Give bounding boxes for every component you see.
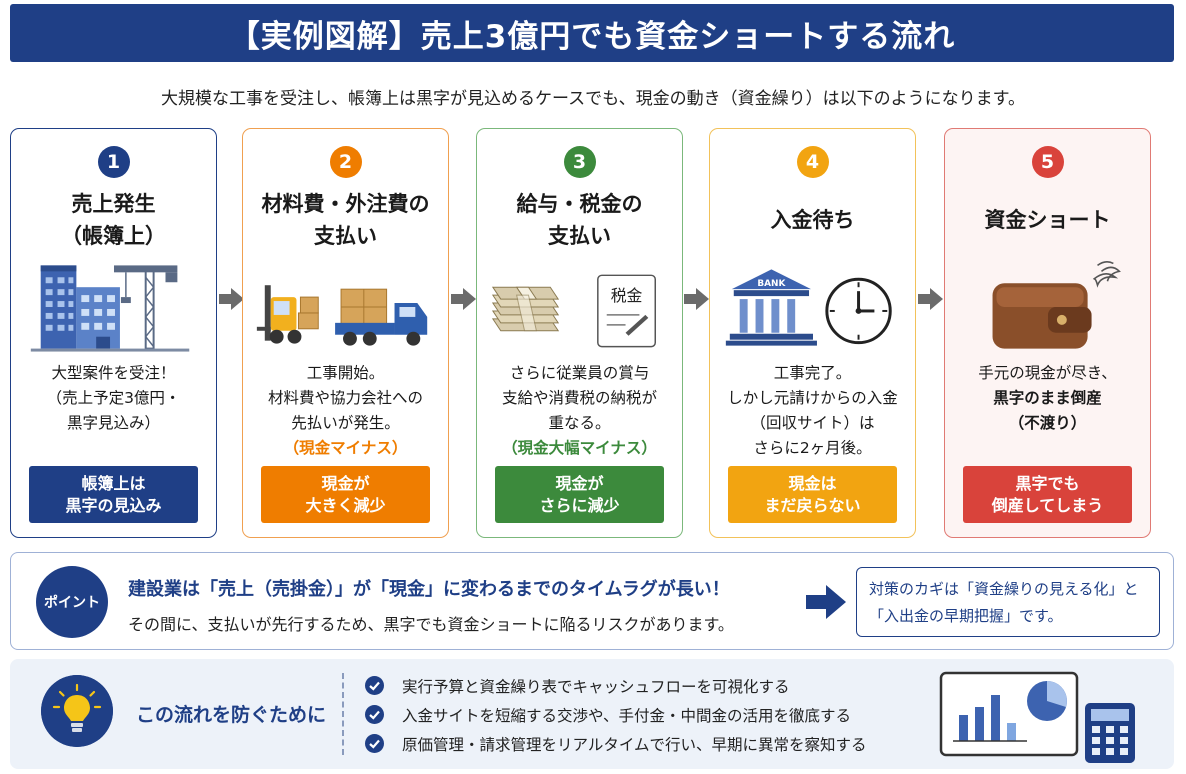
list-item-text: 原価管理・請求管理をリアルタイムで行い、早期に異常を察知する	[402, 735, 867, 754]
empty-wallet-icon	[992, 261, 1121, 349]
prevention-title: この流れを防ぐために	[136, 704, 327, 726]
point-sub-text: その間に、支払いが先行するため、黒字でも資金ショートに陥るリスクがあります。	[128, 615, 734, 634]
desc-line: 手元の現金が尽き、	[978, 364, 1117, 382]
check-circle-icon	[365, 676, 384, 695]
flow-arrow-icon	[918, 288, 943, 310]
bank-label: BANK	[757, 279, 786, 289]
desc-line: （売上予定3億円・	[46, 389, 181, 407]
badge-line: 現金が	[555, 473, 604, 493]
step-card-2: 2 材料費・外注費の 支払い 工事開始。 材料費や協力会社への 先払いが発生。 …	[242, 128, 449, 538]
flow-arrow-icon	[219, 288, 244, 310]
list-item: 入金サイトを短縮する交渉や、手付金・中間金の活用を徹底する	[365, 700, 867, 729]
right-arrow-icon	[806, 585, 846, 619]
step-number: 4	[796, 146, 829, 178]
flow-arrow-icon	[684, 288, 709, 310]
desc-line: （不渡り）	[1008, 414, 1087, 432]
step-title-line: 入金待ち	[770, 208, 855, 232]
desc-line: 工事開始。	[306, 364, 385, 382]
desc-line: さらに2ヶ月後。	[753, 439, 872, 457]
step-title-line: 支払い	[548, 224, 611, 248]
prevention-list: 実行予算と資金繰り表でキャッシュフローを可視化する 入金サイトを短縮する交渉や、…	[365, 671, 867, 758]
point-main-text: 建設業は「売上（売掛金）」が「現金」に変わるまでのタイムラグが長い！	[128, 579, 730, 600]
desc-emphasis: （現金マイナス）	[283, 439, 408, 457]
desc-line: 材料費や協力会社への	[267, 389, 423, 407]
badge-line: さらに減少	[539, 495, 620, 515]
step-title: 資金ショート	[945, 183, 1150, 257]
desc-line: 支給や消費税の納税が	[501, 389, 657, 407]
list-item-text: 実行予算と資金繰り表でキャッシュフローを可視化する	[402, 677, 790, 696]
flow-arrow-icon	[451, 288, 476, 310]
badge-line: 大きく減少	[305, 495, 386, 515]
desc-line: 黒字のまま倒産	[993, 389, 1102, 407]
step-card-5: 5 資金ショート 手元の現金が尽き、 黒字のまま倒産 （不渡り） 黒字でも 倒産…	[944, 128, 1151, 538]
step-description: 工事開始。 材料費や協力会社への 先払いが発生。 （現金マイナス）	[243, 361, 448, 461]
step-description: 工事完了。 しかし元請けからの入金 （回収サイト）は さらに2ヶ月後。	[710, 361, 915, 461]
prevention-box: この流れを防ぐために 実行予算と資金繰り表でキャッシュフローを可視化する 入金サ…	[10, 659, 1174, 769]
step-card-3: 3 給与・税金の 支払い 税金 さらに従業員の賞与 支給や消費税の納税が 重なる…	[476, 128, 683, 538]
lead-text: 大規模な工事を受注し、帳簿上は黒字が見込めるケースでも、現金の動き（資金繰り）は…	[161, 89, 1025, 109]
step-badge: 帳簿上は 黒字の見込み	[29, 466, 198, 523]
desc-line: さらに従業員の賞与	[509, 364, 650, 382]
divider	[342, 673, 344, 755]
step-title-line: 売上発生	[71, 192, 156, 216]
badge-line: 帳簿上は	[81, 473, 146, 493]
badge-line: 倒産してしまう	[991, 495, 1104, 515]
badge-line: 現金は	[788, 473, 837, 493]
desc-line: 重なる。	[548, 414, 611, 432]
step-title: 売上発生 （帳簿上）	[11, 183, 216, 257]
desc-line: （回収サイト）は	[750, 414, 875, 432]
badge-line: 現金が	[321, 473, 370, 493]
list-item-text: 入金サイトを短縮する交渉や、手付金・中間金の活用を徹底する	[402, 706, 852, 725]
point-box: ポイント 建設業は「売上（売掛金）」が「現金」に変わるまでのタイムラグが長い！ …	[10, 552, 1174, 650]
title-bar: 【実例図解】売上3億円でも資金ショートする流れ	[10, 4, 1174, 62]
step-title: 入金待ち	[710, 183, 915, 257]
step-title-line: 支払い	[314, 224, 377, 248]
cash-tax-document-icon: 税金	[491, 274, 657, 348]
tax-label: 税金	[611, 286, 643, 305]
point-label: ポイント	[36, 566, 108, 638]
building-crane-icon	[30, 265, 190, 352]
step-number: 3	[563, 146, 596, 178]
desc-line: 大型案件を受注！	[51, 364, 176, 382]
step-title-line: 給与・税金の	[516, 192, 643, 216]
step-badge: 現金が さらに減少	[495, 466, 664, 523]
desc-emphasis: （現金大幅マイナス）	[502, 439, 657, 457]
step-badge: 黒字でも 倒産してしまう	[963, 466, 1132, 523]
step-number: 5	[1031, 146, 1064, 178]
desc-line: 工事完了。	[773, 364, 852, 382]
list-item: 原価管理・請求管理をリアルタイムで行い、早期に異常を察知する	[365, 729, 867, 758]
step-title: 給与・税金の 支払い	[477, 183, 682, 257]
step-number: 2	[329, 146, 362, 178]
list-item: 実行予算と資金繰り表でキャッシュフローを可視化する	[365, 671, 867, 700]
forklift-truck-icon	[256, 285, 428, 346]
step-description: 手元の現金が尽き、 黒字のまま倒産 （不渡り）	[945, 361, 1150, 436]
page-title: 【実例図解】売上3億円でも資金ショートする流れ	[228, 18, 956, 55]
key-line-1: 対策のカギは「資金繰りの見える化」と	[869, 580, 1139, 598]
step-badge: 現金は まだ戻らない	[728, 466, 897, 523]
step-description: さらに従業員の賞与 支給や消費税の納税が 重なる。 （現金大幅マイナス）	[477, 361, 682, 461]
badge-line: まだ戻らない	[764, 495, 861, 515]
step-card-1: 1 売上発生 （帳簿上） 大型案件を受注！ （売上予定3億円・ 黒字	[10, 128, 217, 538]
check-circle-icon	[365, 734, 384, 753]
step-card-4: 4 入金待ち BANK 工事完了。 しかし元請けからの入金 （回収サイト）は さ…	[709, 128, 916, 538]
badge-line: 黒字でも	[1015, 473, 1080, 493]
key-line-2: 「入出金の早期把握」です。	[869, 607, 1063, 625]
desc-line: 先払いが発生。	[291, 414, 400, 432]
key-box: 対策のカギは「資金繰りの見える化」と 「入出金の早期把握」です。	[856, 567, 1160, 637]
badge-line: 黒字の見込み	[65, 495, 162, 515]
step-title: 材料費・外注費の 支払い	[243, 183, 448, 257]
chart-calculator-icon	[939, 671, 1135, 763]
step-description: 大型案件を受注！ （売上予定3億円・ 黒字見込み）	[11, 361, 216, 436]
step-title-line: （帳簿上）	[61, 224, 166, 248]
step-title-line: 資金ショート	[984, 208, 1111, 232]
desc-line: 黒字見込み）	[66, 414, 160, 432]
step-badge: 現金が 大きく減少	[261, 466, 430, 523]
lightbulb-icon	[41, 675, 113, 747]
step-number: 1	[97, 146, 130, 178]
bank-clock-icon: BANK	[725, 269, 892, 346]
step-title-line: 材料費・外注費の	[261, 192, 430, 216]
desc-line: しかし元請けからの入金	[727, 389, 898, 407]
check-circle-icon	[365, 705, 384, 724]
